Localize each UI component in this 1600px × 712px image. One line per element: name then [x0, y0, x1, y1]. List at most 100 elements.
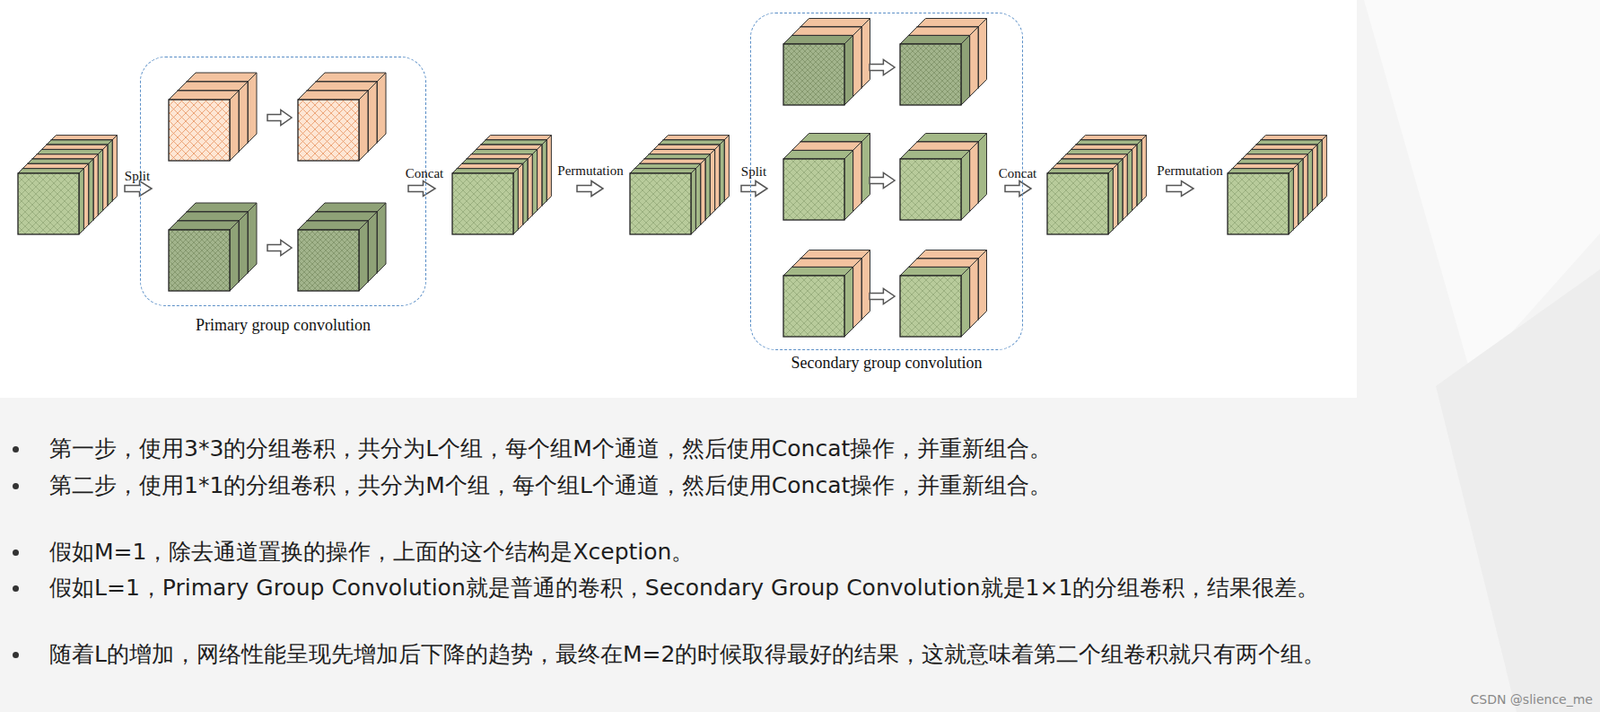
slab-front	[783, 43, 845, 105]
slab-top	[22, 163, 88, 168]
slab-side	[97, 149, 103, 216]
slab-side	[542, 139, 547, 206]
slab-side	[1288, 168, 1294, 235]
slab-front	[783, 275, 845, 337]
bullet-text: 第二步，使用1*1的分组卷积，共分为M个组，每个组L个通道，然后使用Concat…	[49, 467, 1595, 504]
bullet-dot	[12, 482, 19, 490]
operation-label: Concat	[998, 166, 1038, 182]
slab-top	[297, 90, 368, 100]
slab-side	[103, 144, 108, 210]
slab-top	[1260, 135, 1327, 140]
slab-side	[861, 133, 871, 204]
slab-side	[844, 267, 854, 338]
slab-side	[978, 133, 988, 204]
slab-side	[83, 163, 88, 229]
slab-side	[961, 35, 971, 106]
slab-side	[961, 150, 971, 221]
tensor-stack	[629, 135, 729, 235]
slab-top	[1251, 144, 1318, 149]
tensor-stack	[452, 135, 551, 235]
label-holder: 假如L=1，Primary Group Convolution就是普通的卷积，S…	[49, 569, 1595, 606]
slab-top	[629, 168, 696, 174]
slab-top	[917, 250, 988, 260]
tensor-stack	[1227, 135, 1327, 235]
slab-front	[629, 173, 691, 235]
slab-side	[367, 211, 377, 282]
block-arrow	[267, 240, 292, 256]
slab-side	[229, 220, 239, 291]
slab-side	[1293, 163, 1298, 229]
slab-top	[462, 158, 528, 164]
slab-side	[853, 26, 863, 97]
slab-top	[42, 144, 108, 149]
tensor-stack	[900, 133, 988, 221]
block-arrow	[577, 181, 604, 197]
label-holder: 第一步，使用3*3的分组卷积，共分为L个组，每个组M个通道，然后使用Concat…	[49, 430, 1595, 467]
tensor-stack	[297, 72, 386, 161]
slab-top	[1246, 149, 1312, 155]
slab-side	[229, 90, 239, 161]
slab-top	[792, 141, 863, 151]
bullet-dot	[12, 585, 19, 592]
slab-front	[452, 173, 514, 235]
slab-top	[1256, 139, 1322, 145]
slab-side	[1312, 144, 1318, 210]
slab-side	[715, 144, 720, 210]
slab-top	[46, 139, 113, 145]
group-caption: Primary group convolution	[87, 315, 480, 335]
slab-side	[978, 250, 988, 321]
slab-top	[644, 154, 710, 159]
slab-top	[306, 81, 377, 91]
slab-side	[1302, 154, 1308, 220]
dashed-group-box: Primary group convolution	[139, 56, 427, 307]
slab-top	[168, 220, 239, 230]
slab-front	[17, 173, 79, 235]
slab-top	[1075, 139, 1142, 145]
slab-top	[800, 133, 871, 143]
watermark: CSDN @slience_me	[1470, 691, 1594, 707]
operation-label: Split	[124, 168, 150, 184]
slab-side	[367, 81, 377, 152]
slab-top	[186, 202, 257, 212]
slab-side	[970, 258, 980, 329]
slab-top	[909, 26, 980, 36]
slab-side	[107, 139, 113, 206]
slab-top	[480, 139, 547, 145]
bullet-text: 假如M=1，除去通道置换的操作，上面的这个结构是Xception。	[49, 533, 1595, 570]
slab-top	[783, 267, 854, 277]
slab-side	[695, 163, 700, 229]
operation-label: Concat	[405, 166, 445, 182]
slab-front	[900, 275, 962, 337]
slab-side	[705, 154, 710, 220]
slab-side	[853, 141, 863, 212]
tensor-stack	[783, 133, 871, 221]
slab-side	[527, 154, 533, 220]
label-holder: Permutation	[1156, 163, 1223, 179]
tensor-stack	[900, 18, 988, 106]
bullet-text: 随着L的增加，网络性能呈现先增加后下降的趋势，最终在M=2的时候取得最好的结果，…	[49, 636, 1595, 673]
slab-top	[909, 141, 980, 151]
slab-side	[78, 168, 84, 235]
block-arrow	[869, 173, 895, 189]
slab-side	[690, 168, 696, 235]
slab-top	[663, 135, 729, 140]
slab-top	[177, 81, 248, 91]
slab-top	[476, 144, 543, 149]
operation-label: Permutation	[557, 163, 623, 179]
label-holder: Permutation	[557, 163, 623, 179]
label-holder: 假如M=1，除去通道置换的操作，上面的这个结构是Xception。	[49, 533, 1595, 570]
slab-top	[634, 163, 700, 168]
slab-top	[1232, 163, 1298, 168]
block-arrow	[741, 181, 768, 197]
slab-front	[297, 229, 359, 291]
label-holder: CSDN @slience_me	[1470, 691, 1594, 707]
slab-side	[532, 149, 537, 216]
slab-top	[800, 18, 871, 28]
slab-side	[247, 72, 257, 143]
slab-top	[306, 211, 377, 221]
slab-top	[51, 135, 117, 140]
label-holder: Concat	[405, 166, 445, 182]
slab-top	[36, 149, 103, 155]
bullet-text: 第一步，使用3*3的分组卷积，共分为L个组，每个组M个通道，然后使用Concat…	[49, 430, 1595, 467]
slab-top	[177, 211, 248, 221]
